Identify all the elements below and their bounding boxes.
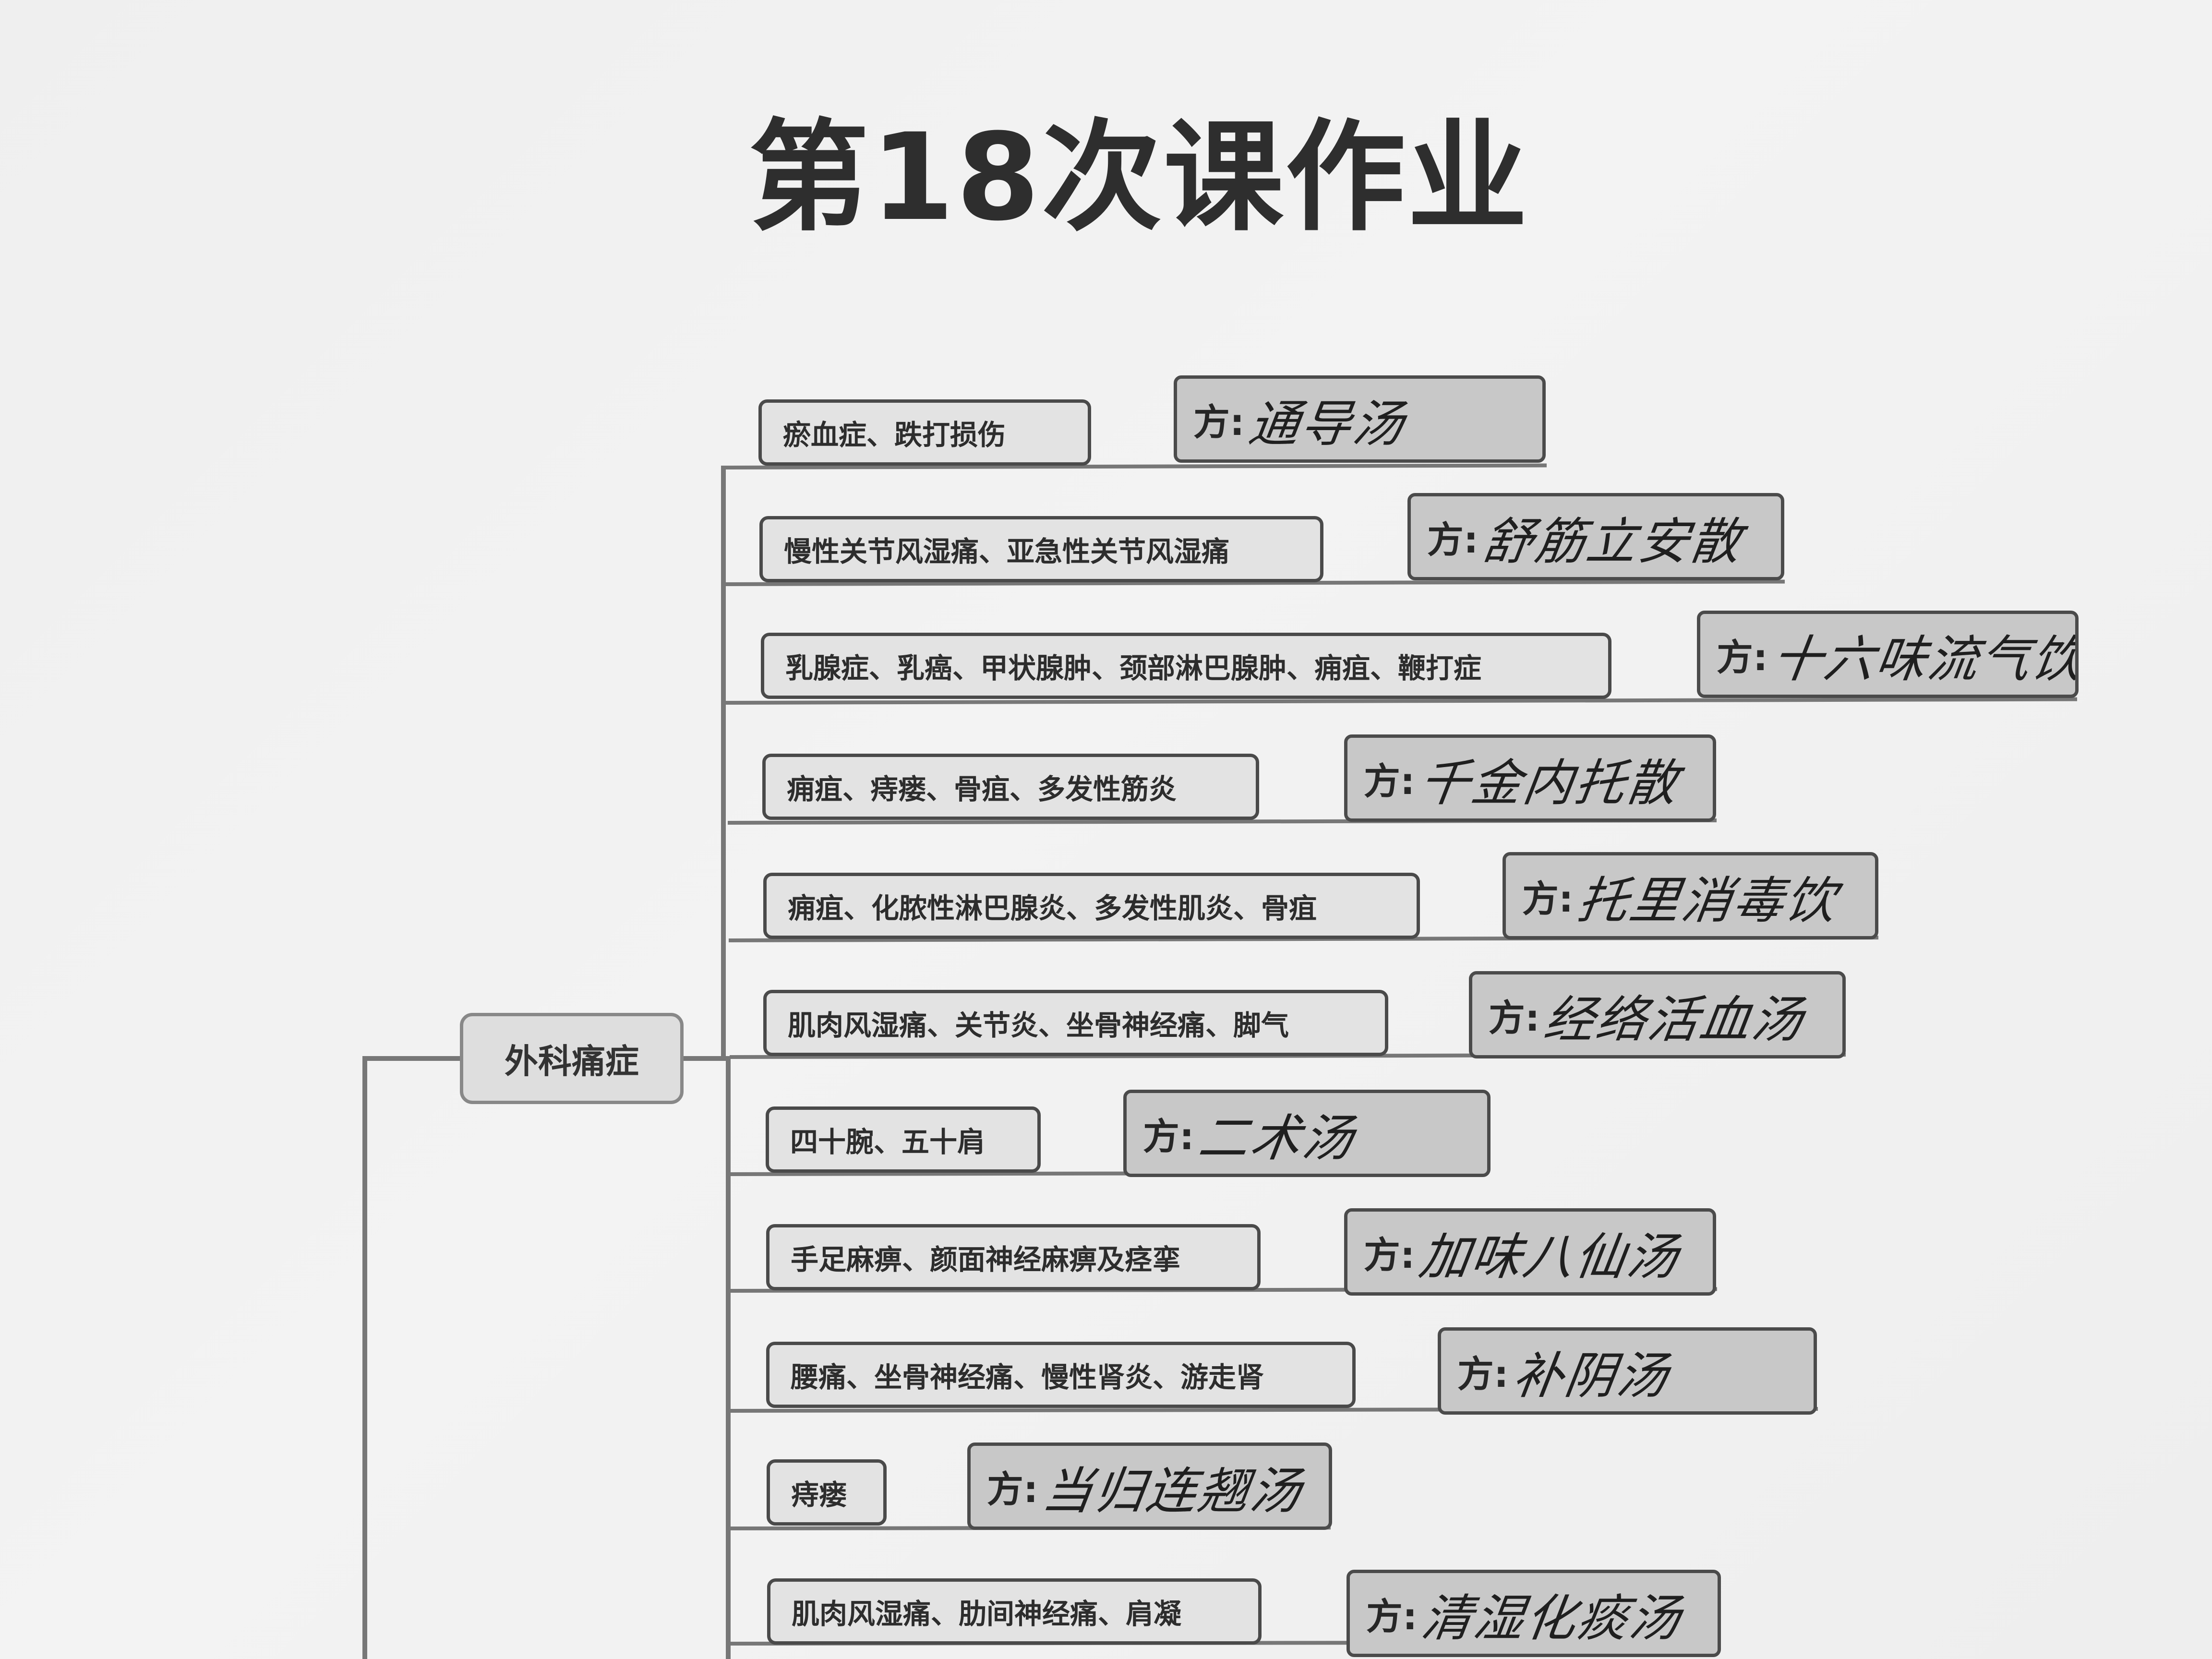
prescription-box-3: 方: 十六味流气饮 [1697,611,2079,698]
prescription-handwriting: 托里消毒饮 [1574,871,1842,930]
condition-box-8: 手足麻痹、颜面神经麻痹及痉挛 [766,1224,1261,1290]
trunk-bottom-connector [726,1056,731,1659]
prescription-box-4: 方: 千金内托散 [1344,734,1716,822]
prescription-box-6: 方: 经络活血汤 [1469,971,1846,1058]
prescription-handwriting: 加味八仙汤 [1416,1227,1683,1286]
condition-box-9: 腰痛、坐骨神经痛、慢性肾炎、游走肾 [766,1342,1356,1408]
prescription-label: 方: [1427,518,1479,561]
prescription-label: 方: [1717,636,1768,679]
prescription-handwriting: 补阴汤 [1509,1346,1673,1405]
prescription-box-9: 方: 补阴汤 [1438,1327,1817,1415]
prescription-handwriting: 当归连翘汤 [1039,1461,1307,1520]
condition-box-2: 慢性关节风湿痛、亚急性关节风湿痛 [759,516,1323,582]
page-title: 第18次课作业 [749,108,1529,247]
prescription-label: 方: [1364,1234,1415,1276]
prescription-box-8: 方: 加味八仙汤 [1344,1208,1716,1296]
prescription-label: 方: [1522,878,1574,920]
condition-box-1: 瘀血症、跌打损伤 [758,399,1091,466]
prescription-handwriting: 清湿化痰汤 [1418,1588,1686,1647]
prescription-handwriting: 舒筋立安散 [1479,512,1747,571]
prescription-label: 方: [1364,760,1415,803]
prescription-box-2: 方: 舒筋立安散 [1407,493,1784,580]
condition-box-6: 肌肉风湿痛、关节炎、坐骨神经痛、脚气 [763,990,1388,1056]
prescription-handwriting: 通导汤 [1245,394,1409,453]
condition-box-3: 乳腺症、乳癌、甲状腺肿、颈部淋巴腺肿、痈疽、鞭打症 [761,633,1611,699]
condition-box-11: 肌肉风湿痛、肋间神经痛、肩凝 [767,1578,1262,1645]
prescription-handwriting: 经络活血汤 [1540,990,1808,1049]
center-connector [684,1056,721,1061]
root-connector-vertical [362,1056,367,1659]
prescription-label: 方: [1193,401,1245,444]
prescription-label: 方: [1457,1353,1509,1395]
condition-box-7: 四十腕、五十肩 [766,1106,1041,1173]
prescription-label: 方: [1489,997,1540,1039]
condition-box-10: 痔瘘 [767,1459,887,1526]
prescription-box-7: 方: 二术汤 [1123,1090,1491,1177]
prescription-box-10: 方: 当归连翘汤 [967,1443,1332,1530]
prescription-label: 方: [987,1468,1038,1511]
prescription-handwriting: 十六味流气饮 [1768,629,2079,688]
prescription-handwriting: 千金内托散 [1416,753,1683,812]
prescription-box-11: 方: 清湿化痰汤 [1346,1570,1721,1657]
prescription-label: 方: [1143,1115,1194,1158]
root-connector-horizontal [362,1056,461,1061]
prescription-box-5: 方: 托里消毒饮 [1503,852,1878,939]
prescription-label: 方: [1366,1595,1418,1638]
condition-box-5: 痈疽、化脓性淋巴腺炎、多发性肌炎、骨疽 [763,873,1420,939]
trunk-top-connector [721,468,726,1061]
prescription-box-1: 方: 通导汤 [1174,375,1546,463]
center-topic: 外科痛症 [460,1013,684,1104]
prescription-handwriting: 二术汤 [1195,1108,1359,1167]
condition-box-4: 痈疽、痔瘘、骨疽、多发性筋炎 [762,754,1259,820]
